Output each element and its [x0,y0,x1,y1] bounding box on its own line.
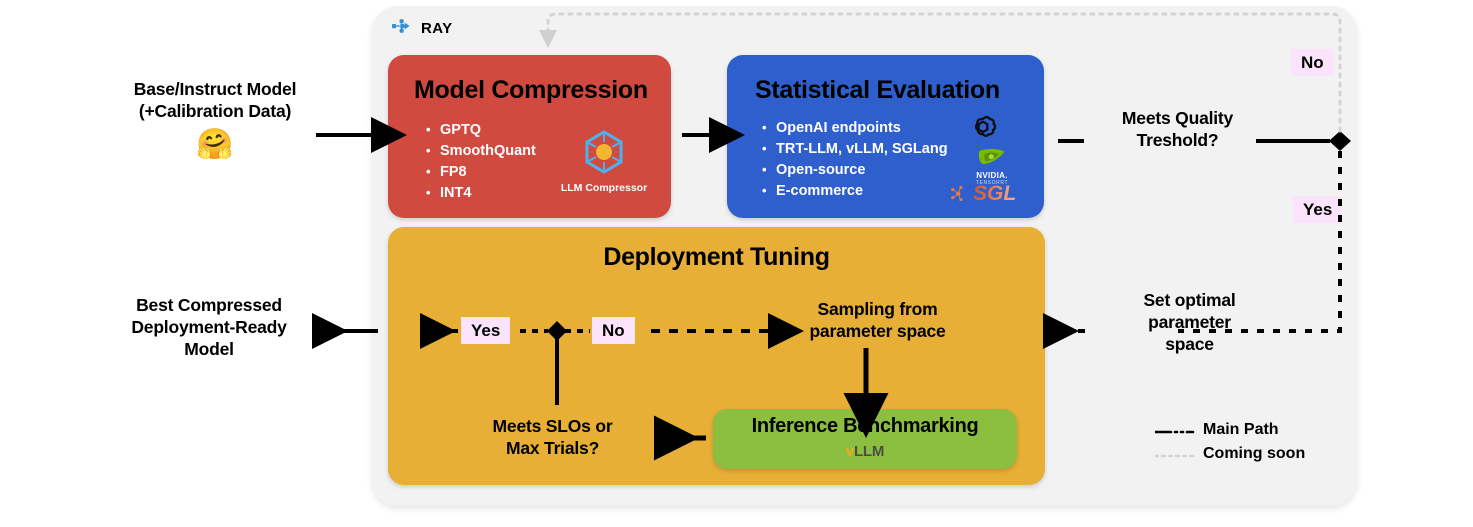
legend-label-main-path: Main Path [1203,421,1279,438]
quality-question-line1: Meets Quality [1121,108,1234,128]
llm-compressor-logo: LLM Compressor [560,128,648,194]
set-param-line2: parameter [1148,312,1231,332]
hugging-face-emoji: 🤗 [196,128,234,161]
input-label-line1: Base/Instruct Model [133,79,297,99]
main-path-line-swatch [1153,423,1195,437]
legend: Main Path Coming soon [1153,418,1306,466]
llm-compressor-hexagon-icon [585,130,623,174]
llm-compressor-caption: LLM Compressor [560,182,648,194]
deployment-no-chip: No [592,317,635,344]
ray-label: RAY [421,20,453,37]
output-label-line2: Deployment-Ready [131,317,287,337]
tensorrt-wordmark: TENSORRT [962,180,1022,186]
sglang-logo: SGL [950,182,1016,206]
input-label: Base/Instruct Model (+Calibration Data) [95,78,335,122]
list-item: SmoothQuant [424,140,536,162]
nvidia-tensorrt-logo: NVIDIA. TENSORRT [962,148,1022,186]
deployment-yes-chip: Yes [461,317,511,344]
input-label-line2: (+Calibration Data) [138,101,292,121]
vllm-logo: vLLM [713,443,1017,460]
ray-logo-icon [392,18,414,39]
list-item: E-commerce [760,180,948,202]
set-param-line1: Set optimal [1143,290,1236,310]
decision-no-chip: No [1291,49,1334,76]
slo-label-line1: Meets SLOs or [492,416,613,436]
set-optimal-parameter-label: Set optimal parameter space [1122,289,1257,355]
list-item: FP8 [424,161,536,183]
openai-logo [968,112,998,147]
sampling-label-line2: parameter space [809,321,946,341]
output-label-line1: Best Compressed [136,295,282,315]
output-label-line3: Model [184,339,234,359]
list-item: TRT-LLM, vLLM, SGLang [760,138,948,160]
sampling-label: Sampling from parameter space [770,298,985,342]
list-item: OpenAI endpoints [760,117,948,139]
legend-label-coming-soon: Coming soon [1203,445,1306,462]
sglang-wordmark: SGL [973,182,1017,205]
quality-threshold-question: Meets Quality Treshold? [1090,107,1265,151]
ray-logo-wrap: RAY [392,18,453,39]
vllm-v-mark: v [845,443,854,460]
nvidia-eye-icon [978,149,1005,165]
inference-benchmarking-title: Inference Benchmarking [751,415,979,437]
statistical-evaluation-bullets: OpenAI endpoints TRT-LLM, vLLM, SGLang O… [760,117,948,202]
list-item: INT4 [424,182,536,204]
set-param-line3: space [1165,334,1214,354]
quality-question-line2: Treshold? [1136,130,1219,150]
nvidia-wordmark: NVIDIA. [976,171,1008,180]
list-item: Open-source [760,159,948,181]
model-compression-title: Model Compression [414,76,648,104]
output-label: Best Compressed Deployment-Ready Model [98,294,320,360]
list-item: GPTQ [424,119,536,141]
legend-item-main-path: Main Path [1153,418,1305,442]
vllm-wordmark: LLM [853,443,885,460]
slo-label-line2: Max Trials? [505,438,600,458]
sampling-label-line1: Sampling from [817,299,938,319]
coming-soon-line-swatch [1153,447,1195,461]
sglang-nodes-icon [951,186,963,202]
deployment-tuning-title: Deployment Tuning [603,243,830,271]
statistical-evaluation-title: Statistical Evaluation [755,76,1000,104]
decision-yes-chip: Yes [1293,196,1343,223]
slo-decision-label: Meets SLOs or Max Trials? [455,415,650,459]
model-compression-bullets: GPTQ SmoothQuant FP8 INT4 [424,119,536,204]
legend-item-coming-soon: Coming soon [1153,442,1306,466]
